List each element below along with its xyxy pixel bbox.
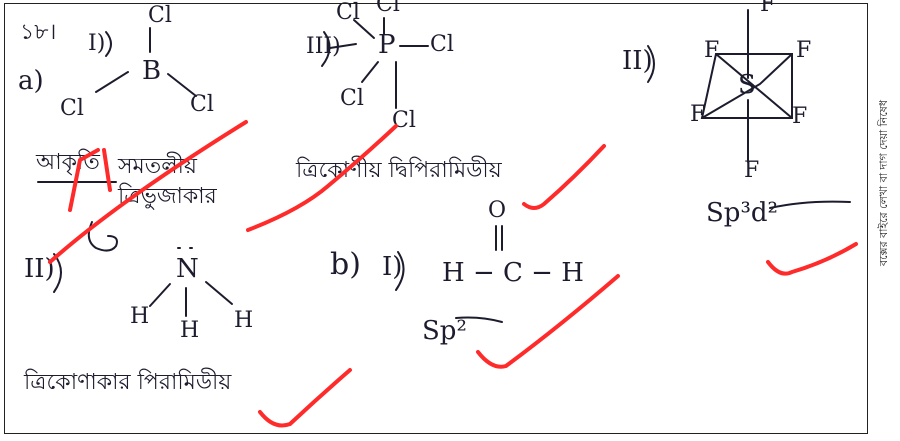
hcho-hybridization-arrow: [455, 316, 503, 323]
red-tick-5: [766, 242, 858, 276]
part-a-i-label: I): [88, 31, 106, 56]
nh3-shape: ত্রিকোণাকার পিরামিডীয়: [24, 370, 232, 395]
nh3-bond-right: [205, 281, 233, 305]
bcl3-bond-left: [95, 71, 129, 93]
pcl5-bond-topleft: [353, 19, 375, 39]
bcl3-shape: সমতলীয় ত্রিভুজাকার: [118, 154, 217, 209]
pcl5-ligand-lower-left: Cl: [340, 86, 364, 111]
hcho-double-bond: [495, 225, 503, 251]
bcl3-ligand-left: Cl: [60, 96, 84, 121]
red-tick-6: [476, 274, 620, 369]
part-a-iii-label: III): [306, 34, 341, 59]
sf6-ligand-bottom: F: [744, 158, 760, 183]
pcl5-bond-lowerleft: [361, 61, 379, 83]
scribble: [329, 43, 357, 49]
pcl5-ligand-top: Cl: [376, 0, 400, 17]
pcl5-ligand-right: Cl: [430, 32, 454, 57]
sf6-ligand-lower-right: F: [792, 104, 808, 129]
nh3-ligand-right: H: [234, 308, 254, 333]
red-tick-1: [68, 148, 100, 212]
part-a-i-paren: [105, 31, 112, 57]
red-tick-2: [48, 120, 248, 264]
hcho-formula: H − C − H: [442, 258, 584, 288]
nh3-scribble: [87, 221, 118, 252]
sf6-ligand-lower-left: F: [690, 102, 706, 127]
sf6-central-atom: S: [738, 70, 756, 100]
answer-box-border: [4, 3, 868, 434]
part-a-iii-paren: [321, 31, 331, 67]
nh3-ligand-left: H: [130, 304, 150, 329]
sf6-diag-1: [715, 53, 793, 119]
pcl5-central-atom: P: [378, 30, 396, 60]
pcl5-ligand-top-left: Cl: [336, 0, 360, 25]
nh3-central-atom: N: [176, 254, 199, 284]
part-b-label: b): [330, 247, 361, 282]
red-tick-7: [258, 368, 352, 428]
bcl3-ligand-right: Cl: [190, 92, 214, 117]
hcho-hybridization: Sp²: [422, 316, 467, 346]
part-b-i-label: I): [382, 252, 403, 282]
part-a-label: a): [18, 66, 44, 96]
nh3-ligand-bottom: H: [180, 318, 200, 343]
part-b-i-paren: [395, 251, 405, 291]
red-tick-4: [522, 144, 606, 210]
sf6-diag-2: [701, 53, 793, 119]
hybridization-arrow: [769, 200, 851, 209]
nh3-bond-left: [149, 283, 171, 307]
bcl3-bond-right: [167, 73, 197, 97]
hcho-oxygen: O: [488, 198, 507, 223]
red-tick-3: [246, 124, 398, 232]
part-a-iv-paren: [647, 45, 655, 83]
sf6-ligand-upper-right: F: [796, 38, 812, 63]
sf6-ligand-top: F: [760, 0, 776, 17]
part-a-iv-label: II): [622, 46, 653, 76]
pcl5-shape: ত্রিকোণীয় দ্বিপিরামিডীয়: [296, 158, 502, 183]
bcl3-central-atom: B: [142, 56, 162, 86]
red-slash-1: [102, 148, 112, 192]
bcl3-ligand-top: Cl: [148, 3, 172, 28]
question-number: ১৮।: [20, 20, 57, 45]
sf6-hybridization: Sp³d²: [706, 198, 778, 228]
